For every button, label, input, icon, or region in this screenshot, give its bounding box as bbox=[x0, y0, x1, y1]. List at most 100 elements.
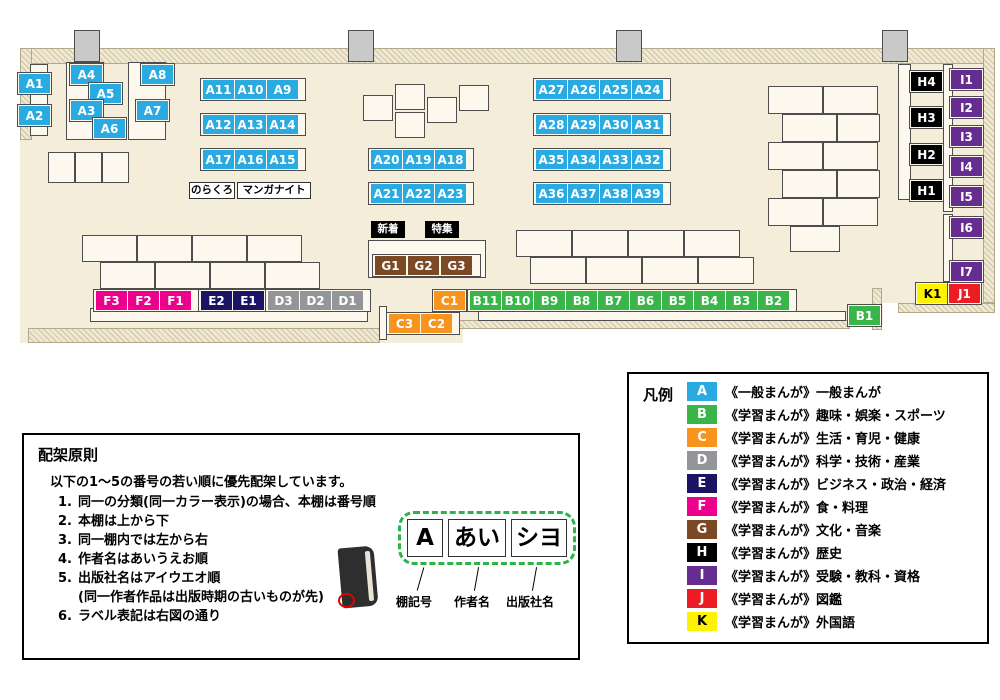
shelf-label-I1: I1 bbox=[951, 70, 982, 89]
shelf-label-A13: A13 bbox=[235, 115, 266, 134]
shelf-label-B3: B3 bbox=[726, 291, 757, 310]
rule-item: 3.同一棚内では左から右 bbox=[50, 531, 376, 550]
rule-number: 5. bbox=[58, 571, 72, 586]
rule-text: 出版社名はアイウエオ順 bbox=[78, 571, 221, 586]
principles-intro: 以下の1〜5の番号の若い順に優先配架しています。 bbox=[50, 475, 353, 490]
shelf-label-F1: F1 bbox=[160, 291, 191, 310]
pillar bbox=[882, 30, 908, 62]
legend-title: 凡例 bbox=[643, 386, 674, 404]
rule-text: ラベル表記は右図の通り bbox=[78, 609, 222, 624]
legend-swatch-J: J bbox=[687, 589, 717, 608]
shelf-label-B2: B2 bbox=[758, 291, 789, 310]
shelf-block bbox=[837, 170, 880, 198]
shelf-label-A14: A14 bbox=[267, 115, 298, 134]
shelf-label-B4: B4 bbox=[694, 291, 725, 310]
shelf-label-A32: A32 bbox=[632, 150, 663, 169]
shelf-block bbox=[100, 262, 155, 289]
shelf-label-H3: H3 bbox=[911, 108, 942, 127]
shelf-label-A15: A15 bbox=[267, 150, 298, 169]
legend-label: 《学習まんが》科学・技術・産業 bbox=[725, 455, 921, 470]
shelf-label-A1: A1 bbox=[19, 74, 50, 93]
label-example: A あい シヨ bbox=[398, 511, 576, 565]
shelf-block bbox=[837, 114, 880, 142]
caption-shelf-code: 棚記号 bbox=[396, 595, 433, 609]
legend-swatch-C: C bbox=[687, 428, 717, 447]
shelf-block bbox=[823, 86, 878, 114]
shelf-block bbox=[782, 170, 837, 198]
legend-swatch-G: G bbox=[687, 520, 717, 539]
shelf-label-D3: D3 bbox=[268, 291, 299, 310]
pillar bbox=[74, 30, 100, 62]
legend-row: D《学習まんが》科学・技術・産業 bbox=[687, 451, 946, 470]
shelf-label-A31: A31 bbox=[632, 115, 663, 134]
legend-swatch-H: H bbox=[687, 543, 717, 562]
shelf-label-G2: G2 bbox=[408, 256, 439, 275]
pointer-line-publisher bbox=[531, 567, 538, 591]
rule-text: 本棚は上から下 bbox=[78, 514, 170, 529]
legend-row: F《学習まんが》食・料理 bbox=[687, 497, 946, 516]
shelf-label-B7: B7 bbox=[598, 291, 629, 310]
shelf-block bbox=[628, 230, 684, 257]
shelf-block bbox=[642, 257, 698, 284]
rule-number: 3. bbox=[58, 533, 72, 548]
shelf-label-B11: B11 bbox=[470, 291, 501, 310]
text-label: 特集 bbox=[425, 221, 459, 238]
shelf-label-I5: I5 bbox=[951, 187, 982, 206]
shelf-label-G3: G3 bbox=[441, 256, 472, 275]
shelf-label-F2: F2 bbox=[128, 291, 159, 310]
legend-label: 《学習まんが》歴史 bbox=[725, 547, 843, 562]
rule-item: 6.ラベル表記は右図の通り bbox=[50, 607, 376, 626]
book-pages-icon bbox=[364, 550, 375, 602]
shelf-block bbox=[395, 84, 425, 110]
shelf-label-A16: A16 bbox=[235, 150, 266, 169]
shelf-label-B1: B1 bbox=[849, 306, 880, 325]
shelf-label-D2: D2 bbox=[300, 291, 331, 310]
label-example-author: あい bbox=[448, 519, 506, 557]
rule-text: 作者名はあいうえお順 bbox=[78, 552, 209, 567]
shelf-block bbox=[265, 262, 320, 289]
shelf-label-A29: A29 bbox=[568, 115, 599, 134]
shelf-label-I7: I7 bbox=[951, 262, 982, 281]
shelf-label-G1: G1 bbox=[375, 256, 406, 275]
label-position-circle-icon bbox=[338, 593, 355, 608]
shelf-label-C1: C1 bbox=[434, 291, 465, 310]
shelf-label-A6: A6 bbox=[94, 119, 125, 138]
shelf-block bbox=[516, 230, 572, 257]
shelf-block bbox=[823, 198, 878, 226]
shelf-label-A30: A30 bbox=[600, 115, 631, 134]
shelf-label-A2: A2 bbox=[19, 106, 50, 125]
shelf-label-I3: I3 bbox=[951, 127, 982, 146]
shelf-label-A4: A4 bbox=[71, 65, 102, 84]
legend-row: J《学習まんが》図鑑 bbox=[687, 589, 946, 608]
shelf-block bbox=[82, 235, 137, 262]
shelf-label-A21: A21 bbox=[371, 184, 402, 203]
legend-label: 《学習まんが》文化・音楽 bbox=[725, 524, 882, 539]
shelf-block bbox=[210, 262, 265, 289]
shelf-block bbox=[684, 230, 740, 257]
shelf-block bbox=[137, 235, 192, 262]
shelf-label-A3: A3 bbox=[71, 101, 102, 120]
shelf-label-A39: A39 bbox=[632, 184, 663, 203]
wall-hatched bbox=[983, 48, 995, 303]
shelf-label-A12: A12 bbox=[203, 115, 234, 134]
caption-publisher: 出版社名 bbox=[506, 595, 555, 609]
shelf-block bbox=[898, 64, 911, 200]
shelf-label-B8: B8 bbox=[566, 291, 597, 310]
shelf-block bbox=[459, 85, 489, 111]
shelf-label-I4: I4 bbox=[951, 157, 982, 176]
rule-text: 同一の分類(同一カラー表示)の場合、本棚は番号順 bbox=[78, 495, 376, 510]
shelf-block bbox=[75, 152, 102, 183]
shelf-label-A5: A5 bbox=[90, 84, 121, 103]
rule-number: 4. bbox=[58, 552, 72, 567]
shelf-label-A22: A22 bbox=[403, 184, 434, 203]
legend-row: H 《学習まんが》歴史 bbox=[687, 543, 946, 562]
shelf-label-A36: A36 bbox=[536, 184, 567, 203]
legend-label: 《学習まんが》外国語 bbox=[725, 616, 856, 631]
rule-text: (同一作者作品は出版時期の古いものが先) bbox=[78, 590, 324, 605]
legend-label: 《学習まんが》受験・教科・資格 bbox=[725, 570, 921, 585]
shelf-label-H2: H2 bbox=[911, 145, 942, 164]
legend-label: 《学習まんが》ビジネス・政治・経済 bbox=[725, 478, 947, 493]
legend-row: G 《学習まんが》文化・音楽 bbox=[687, 520, 946, 539]
